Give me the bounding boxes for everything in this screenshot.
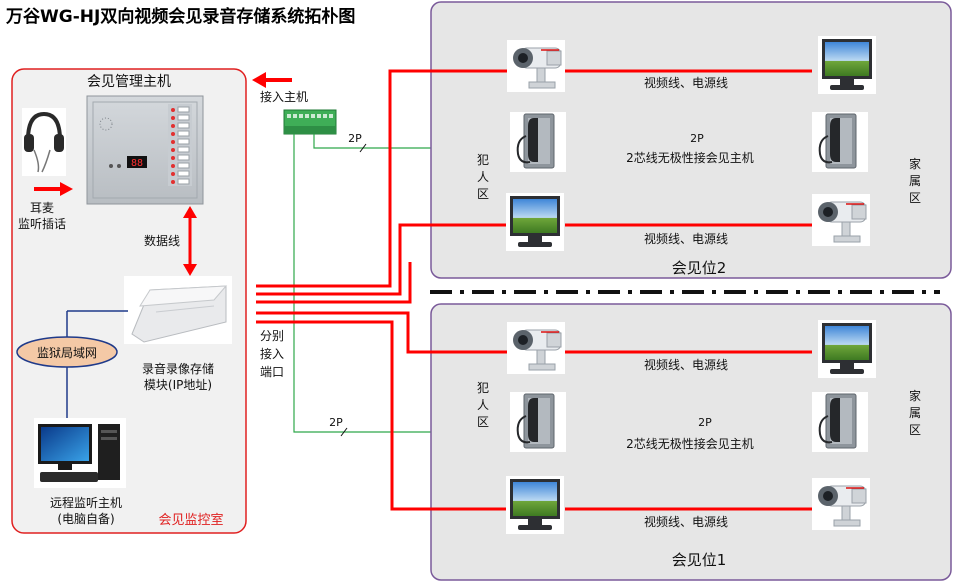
booth1-line-bottom-label: 视频线、电源线	[644, 514, 728, 529]
booth2-2wire-label: 2芯线无极性接会见主机	[626, 150, 754, 165]
recorder-label-line2: 模块(IP地址)	[144, 378, 212, 392]
port-label-line3: 端口	[260, 365, 284, 379]
monitor-icon	[506, 476, 564, 534]
insert-arrow	[34, 182, 73, 196]
terminal-2p-label: 2P	[348, 132, 362, 145]
booth1-family-label-3: 区	[909, 423, 921, 437]
recorder-module-icon	[124, 276, 232, 344]
wire-tick-1	[359, 143, 367, 153]
monitor-interject-label: 监听插话	[18, 217, 66, 231]
terminal-arrow	[252, 72, 292, 88]
booth2-inmate-label-1: 犯	[477, 153, 489, 167]
booth1-2wire-label: 2芯线无极性接会见主机	[626, 436, 754, 451]
prison-lan-node	[16, 336, 118, 368]
handset-phone-icon	[509, 111, 567, 173]
booth1-caption: 会见位1	[672, 551, 727, 569]
booth1-inmate-label-2: 人	[477, 398, 489, 412]
terminal-label: 接入主机	[260, 89, 308, 104]
terminal-2p-label-lower: 2P	[329, 416, 343, 429]
monitoring-room-caption: 会见监控室	[158, 512, 223, 528]
booth1-inmate-label-1: 犯	[477, 381, 489, 395]
booth2-family-label-3: 区	[909, 191, 921, 205]
trunk-to-booth1-camera	[256, 311, 507, 354]
booth2-inmate-label-3: 区	[477, 187, 489, 201]
booth2-inmate-label-2: 人	[477, 170, 489, 184]
remote-pc-label-line1: 远程监听主机	[50, 495, 122, 510]
booth2-family-label-1: 家	[909, 156, 921, 171]
booth2-family-label-2: 属	[909, 174, 921, 188]
remote-pc-label-line2: (电脑自备)	[57, 512, 114, 526]
port-label-line2: 接入	[260, 346, 284, 361]
data-line-arrow	[183, 206, 197, 276]
booth1-inmate-label-3: 区	[477, 415, 489, 429]
wire-tick-2	[340, 427, 348, 437]
booth1-family-label-1: 家	[909, 388, 921, 403]
booth2-line-bottom-label: 视频线、电源线	[644, 231, 728, 246]
monitor-icon	[818, 36, 876, 94]
booth2-caption: 会见位2	[672, 259, 727, 277]
headset-icon	[22, 108, 66, 176]
booth1-line-top-label: 视频线、电源线	[644, 357, 728, 372]
svg-text:88: 88	[131, 158, 143, 169]
handset-phone-icon	[509, 391, 567, 453]
booth1-family-label-2: 属	[909, 406, 921, 420]
cctv-camera-icon	[811, 477, 871, 531]
handset-phone-icon	[811, 111, 869, 173]
monitor-icon	[818, 320, 876, 378]
cctv-camera-icon	[506, 39, 566, 93]
management-host-icon: 88	[86, 95, 204, 205]
trunk-to-booth2-camera	[256, 69, 507, 288]
booth2-2p-label: 2P	[690, 132, 704, 145]
terminal-block-icon	[283, 109, 337, 135]
headset-label: 耳麦	[30, 201, 54, 215]
prison-lan-label: 监狱局域网	[37, 346, 97, 360]
trunk-to-booth1-monitor	[256, 320, 506, 511]
trunk-link-3	[256, 262, 412, 304]
port-label-line1: 分别	[260, 329, 284, 343]
recorder-label-line1: 录音录像存储	[142, 361, 214, 376]
cctv-camera-icon	[506, 321, 566, 375]
trunk-to-booth2-monitor	[256, 223, 506, 296]
handset-phone-icon	[811, 391, 869, 453]
monitor-icon	[506, 193, 564, 251]
booth1-2p-label: 2P	[698, 416, 712, 429]
cctv-camera-icon	[811, 193, 871, 247]
booth2-line-top-label: 视频线、电源线	[644, 75, 728, 90]
remote-pc-icon	[34, 418, 126, 488]
red-trunk-lines	[256, 69, 507, 511]
management-host-label: 会见管理主机	[87, 74, 171, 90]
diagram-title: 万谷WG-HJ双向视频会见录音存储系统拓朴图	[5, 6, 355, 27]
data-line-label: 数据线	[144, 233, 180, 248]
